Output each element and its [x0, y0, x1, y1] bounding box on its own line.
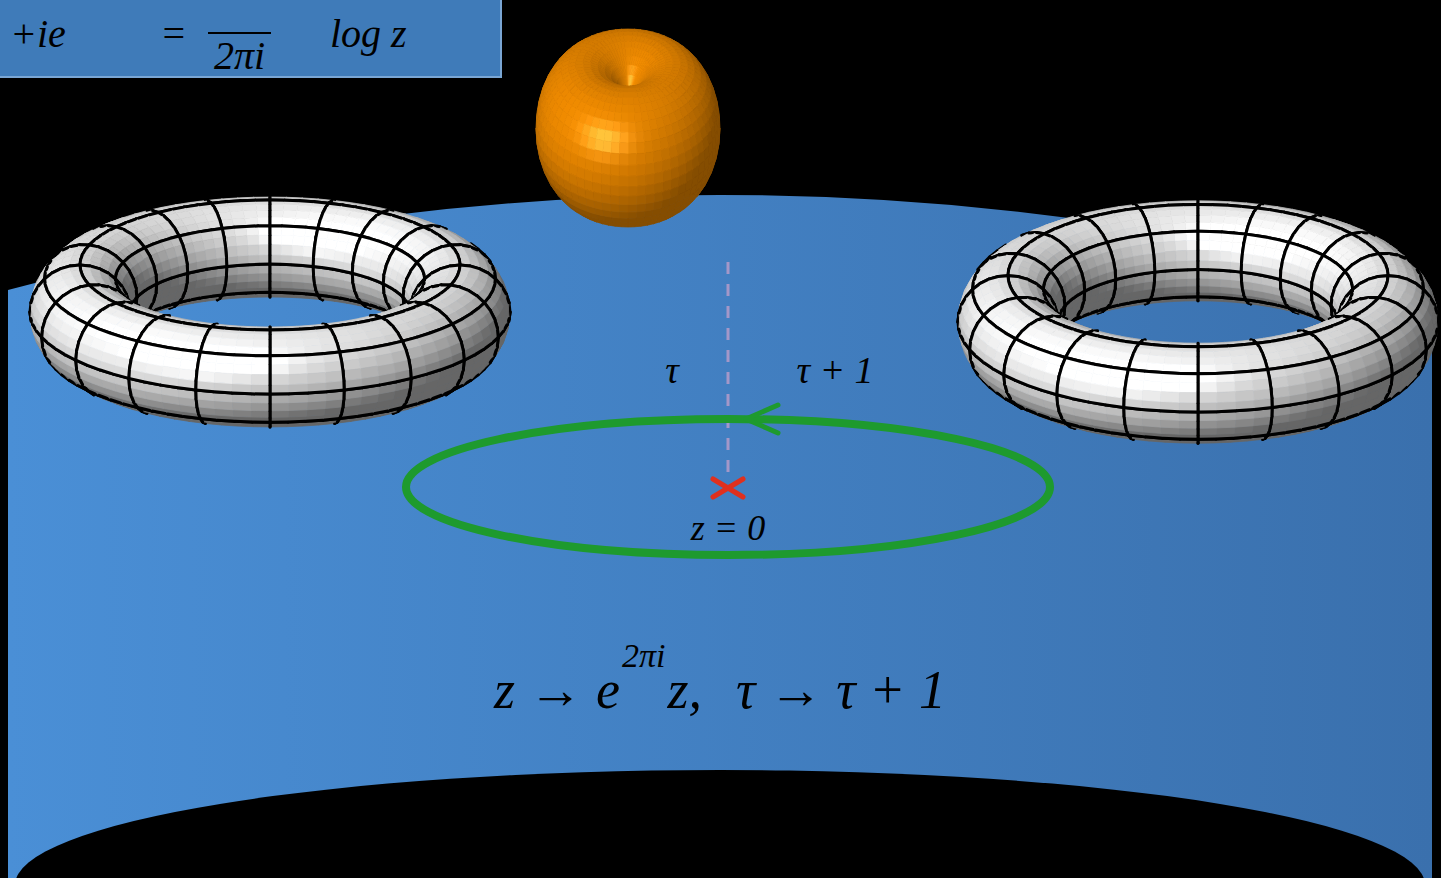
orange-torus [536, 29, 720, 227]
